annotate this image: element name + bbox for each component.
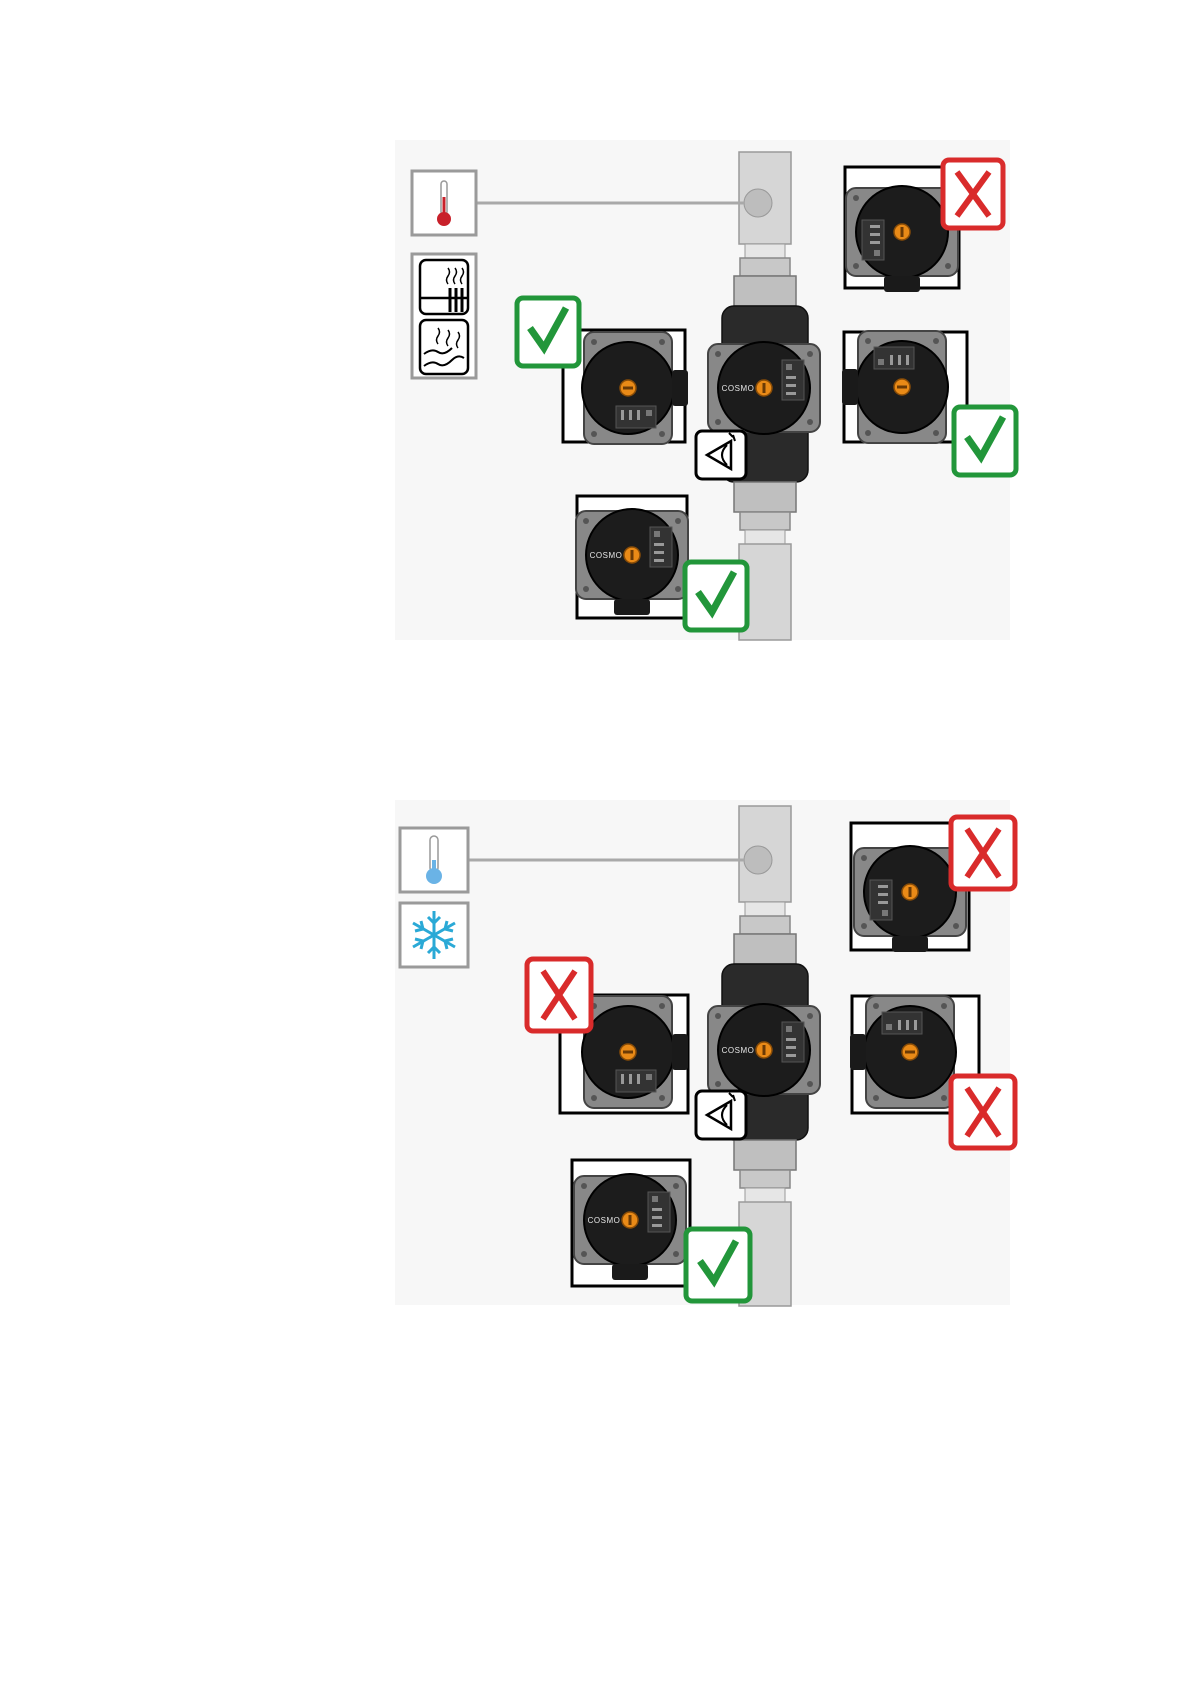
- viewing-direction-icon: [696, 1091, 746, 1139]
- thermometer-cold-icon: [400, 828, 468, 892]
- wrong-mark-icon: [951, 817, 1015, 889]
- heating-diagram: COSMO: [412, 152, 1016, 640]
- floor-heating-icon: [420, 320, 468, 374]
- pump-option-bottom: COSMO: [576, 496, 747, 630]
- pump-option-right: [850, 996, 1015, 1148]
- installed-pump: COSMO: [708, 342, 820, 434]
- pump-option-top-right: [845, 160, 1003, 292]
- wrong-mark-icon: [951, 1076, 1015, 1148]
- brand-label: COSMO: [590, 551, 623, 560]
- brand-label: COSMO: [722, 1046, 755, 1055]
- ok-mark-icon: [685, 562, 747, 630]
- snowflake-icon: [400, 903, 468, 967]
- brand-label: COSMO: [722, 384, 755, 393]
- thermometer-hot-icon: [412, 171, 476, 235]
- heating-mode-icons: [412, 254, 476, 378]
- pump-option-left: [517, 298, 688, 444]
- viewing-direction-icon: [696, 431, 746, 479]
- ok-mark-icon: [954, 407, 1016, 475]
- temperature-sensor: [744, 189, 772, 217]
- temperature-sensor: [744, 846, 772, 874]
- ok-mark-icon: [686, 1229, 750, 1301]
- radiator-icon: [420, 260, 468, 314]
- pump-option-bottom: COSMO: [572, 1160, 750, 1301]
- wrong-mark-icon: [527, 959, 591, 1031]
- pump-option-left: [527, 959, 688, 1113]
- cooling-diagram: COSMO: [400, 806, 1015, 1306]
- brand-label: COSMO: [588, 1216, 621, 1225]
- pump-option-right: [842, 331, 1016, 475]
- wrong-mark-icon: [943, 160, 1003, 228]
- installed-pump: COSMO: [708, 1004, 820, 1096]
- pump-option-top-right: [851, 817, 1015, 952]
- ok-mark-icon: [517, 298, 579, 366]
